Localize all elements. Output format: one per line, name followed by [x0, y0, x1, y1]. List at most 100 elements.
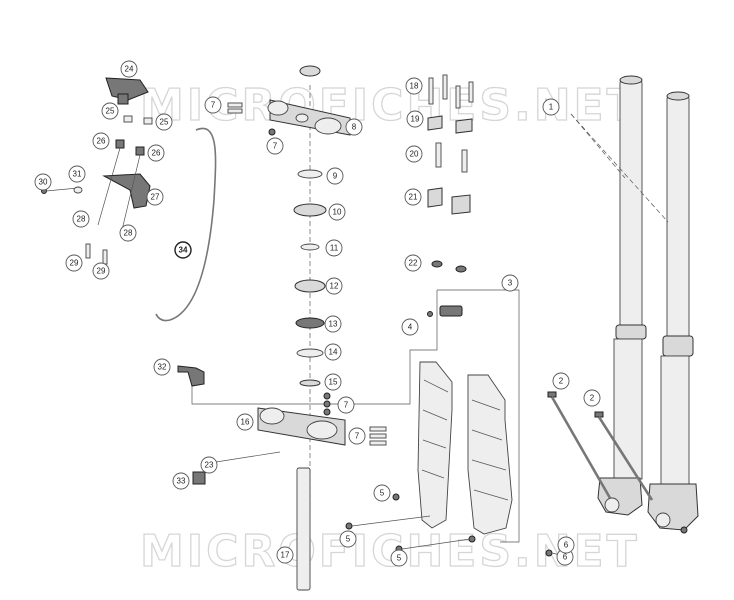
- callout-18: 18: [405, 77, 423, 95]
- callout-2: 2: [552, 372, 570, 390]
- callout-label: 25: [106, 107, 115, 116]
- callout-13: 13: [324, 315, 342, 333]
- screw-5a: [392, 493, 400, 501]
- cable-34: [155, 127, 217, 322]
- bracket-33: [192, 471, 206, 485]
- cable-guide: [439, 305, 463, 317]
- springs-26: [115, 139, 145, 156]
- callout-label: 18: [410, 82, 419, 91]
- callout-26: 26: [92, 132, 110, 150]
- bleed-screw-right: [594, 411, 654, 501]
- callout-label: 29: [97, 267, 106, 276]
- callout-label: 31: [73, 170, 82, 179]
- callout-27: 27: [146, 188, 164, 206]
- callout-32: 32: [153, 358, 171, 376]
- callout-21: 21: [404, 188, 422, 206]
- callout-label: 12: [330, 282, 339, 291]
- pins-28: [97, 147, 141, 231]
- callout-label: 23: [205, 461, 214, 470]
- steering-stem-17: [296, 467, 311, 591]
- callout-label: 15: [329, 378, 338, 387]
- callout-25: 25: [155, 113, 173, 131]
- callout-17: 17: [276, 546, 294, 564]
- lower-triple-clamp: [257, 407, 346, 446]
- callout-label: 13: [329, 320, 338, 329]
- leader-23: [215, 451, 281, 463]
- top-nut-6: [299, 65, 321, 77]
- bearing-10: [293, 203, 327, 217]
- callout-label: 9: [333, 172, 338, 181]
- callout-28: 28: [119, 224, 137, 242]
- callout-19: 19: [406, 110, 424, 128]
- clamp-blocks-21: [427, 187, 471, 215]
- nuts-25: [123, 115, 153, 125]
- callout-24: 24: [120, 60, 138, 78]
- callout-6: 6: [556, 548, 574, 566]
- callout-11: 11: [325, 239, 343, 257]
- callout-30: 30: [34, 173, 52, 191]
- clamp-bolts-7-lower: [369, 426, 387, 446]
- leader-30: [45, 187, 79, 192]
- callout-2: 2: [583, 389, 601, 407]
- leader-1b: [570, 113, 669, 223]
- callout-label: 33: [177, 477, 186, 486]
- ring-15: [299, 379, 321, 387]
- callout-label: 7: [211, 101, 216, 110]
- bracket-27: [102, 173, 151, 209]
- callout-label: 10: [333, 208, 342, 217]
- callout-12: 12: [325, 277, 343, 295]
- callout-label: 26: [152, 149, 161, 158]
- callout-label: 5: [380, 489, 385, 498]
- callout-label: 4: [408, 323, 413, 332]
- callout-16: 16: [236, 413, 254, 431]
- callout-label: 28: [77, 215, 86, 224]
- callout-22: 22: [404, 254, 422, 272]
- fork-guard-right: [467, 374, 513, 535]
- cable-holder-32: [177, 365, 205, 387]
- callout-34: 34: [174, 241, 192, 259]
- callout-5: 5: [339, 530, 357, 548]
- callout-label: 32: [158, 363, 167, 372]
- callout-label: 27: [151, 193, 160, 202]
- callout-label: 7: [344, 401, 349, 410]
- upper-triple-clamp: [267, 99, 351, 136]
- callout-label: 11: [330, 244, 339, 253]
- bolts-29: [85, 243, 108, 265]
- callout-label: 7: [273, 142, 278, 151]
- clamp-blocks-19: [427, 115, 473, 134]
- fork-leg-left: [597, 75, 647, 516]
- callout-5: 5: [373, 484, 391, 502]
- guard-group-bracket: [437, 289, 520, 543]
- callout-10: 10: [328, 203, 346, 221]
- callout-33: 33: [172, 472, 190, 490]
- callout-26: 26: [147, 144, 165, 162]
- callout-label: 5: [397, 554, 402, 563]
- watermark-bottom: MICROFICHES.NET: [140, 526, 640, 577]
- washer-9: [297, 169, 323, 179]
- seal-13: [295, 317, 325, 329]
- clamp-block-24: [105, 77, 149, 105]
- bleed-screw-left: [547, 391, 612, 499]
- callout-7: 7: [337, 396, 355, 414]
- callout-label: 16: [241, 418, 250, 427]
- callout-3: 3: [501, 274, 519, 292]
- callout-label: 7: [355, 432, 360, 441]
- callout-label: 28: [124, 229, 133, 238]
- callout-label: 2: [590, 394, 595, 403]
- callout-label: 14: [329, 348, 338, 357]
- callout-label: 20: [410, 150, 419, 159]
- bolt-7-upper: [268, 128, 276, 136]
- screws-20: [435, 142, 468, 173]
- callout-label: 26: [97, 137, 106, 146]
- fork-leg-right: [647, 91, 699, 534]
- callout-6: 6: [557, 536, 575, 554]
- callout-label: 2: [559, 377, 564, 386]
- callout-31: 31: [68, 165, 86, 183]
- lower-pinch-bolts-7: [323, 392, 331, 416]
- washer-31: [73, 186, 83, 194]
- callout-label: 1: [549, 103, 554, 112]
- callout-label: 17: [281, 551, 290, 560]
- callout-label: 22: [409, 259, 418, 268]
